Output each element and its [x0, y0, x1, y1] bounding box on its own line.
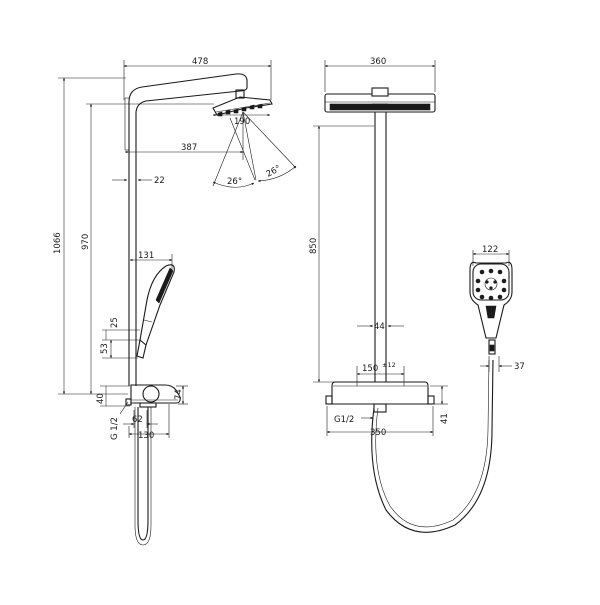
- dim-37: 37: [514, 362, 525, 372]
- dim-62: 62: [132, 415, 143, 425]
- dim-53: 53: [100, 343, 110, 354]
- dim-190: 190: [234, 117, 250, 127]
- dim-360: 360: [370, 57, 386, 67]
- dim-350: 350: [370, 428, 386, 438]
- hand-shower-front: [469, 261, 513, 355]
- side-view: [124, 73, 297, 546]
- dim-26-angle-b: 26°: [265, 164, 283, 180]
- side-view-dimensions: 478 190 387 22 26° 26° 1066 970 131 25: [53, 57, 283, 441]
- dim-40: 40: [96, 393, 106, 404]
- dim-150: 150: [362, 364, 378, 374]
- dim-44: 44: [374, 322, 385, 332]
- hose-front: [371, 359, 494, 533]
- riser-pipe: [128, 150, 137, 386]
- dim-1066: 1066: [53, 232, 63, 254]
- spray-nozzles: [475, 268, 507, 301]
- dim-850: 850: [309, 238, 319, 254]
- dim-131: 131: [138, 251, 154, 261]
- dim-25: 25: [110, 317, 120, 328]
- shower-arm: [124, 73, 248, 151]
- hand-shower-side: [136, 264, 175, 359]
- overhead-plate-front: [324, 87, 436, 113]
- dim-74: 74: [174, 389, 184, 400]
- dim-41: 41: [440, 413, 450, 424]
- dim-26-angle-a: 26°: [227, 177, 242, 187]
- hose-left: [134, 407, 152, 546]
- spray-angle-lines: [212, 111, 297, 188]
- dim-150-tolerance: ±12: [382, 361, 396, 369]
- front-view-dimensions: 360 850 44 150 ±12 41 G1/2 350 122: [309, 57, 525, 438]
- thermostat-front: [325, 381, 435, 413]
- dim-387: 387: [181, 143, 197, 153]
- dim-122: 122: [482, 245, 498, 255]
- front-view: [324, 87, 513, 533]
- dim-22: 22: [154, 176, 165, 186]
- dim-g12-right: G1/2: [334, 415, 354, 425]
- riser-front: [374, 112, 387, 382]
- overhead-shower-head: [212, 89, 273, 117]
- thermostat-body: [125, 384, 181, 408]
- dim-130: 130: [138, 431, 154, 441]
- dim-g12-left: G 1/2: [110, 417, 120, 440]
- dim-970: 970: [81, 234, 91, 250]
- dim-478: 478: [192, 57, 208, 67]
